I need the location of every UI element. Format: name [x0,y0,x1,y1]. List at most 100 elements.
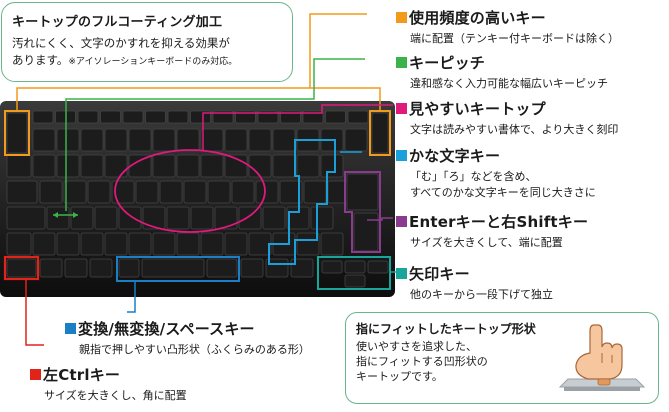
keycap [257,110,279,124]
keycap [6,258,37,278]
keycap [80,128,104,152]
keycap [224,232,248,256]
keycap [347,110,369,124]
coating-body: 汚れにくく、文字のかすれを抑える効果が あります。※アイソレーションキーボードの… [12,35,282,71]
keycap [296,154,320,178]
coating-body-line1: 汚れにくく、文字のかすれを抑える効果が [12,36,230,50]
keycap [190,110,211,124]
keycap [118,206,142,230]
keycap [159,180,183,204]
keycap [104,232,128,256]
keycap [56,154,80,178]
keycap [206,258,238,278]
arrow-keys-title: 矢印キー [409,265,470,283]
key-pitch-swatch [396,57,407,68]
keycap [207,180,231,204]
keycap [128,128,152,152]
keycap [94,206,118,230]
keycap [240,258,264,278]
arrow-keys-highlight [317,256,391,290]
kana-keys-highlight [268,139,336,265]
feature-kana-keys: かな文字キー 「む」「ろ」などを含め、 すべてのかな文字キーを同じ大きさに [396,145,596,201]
enter-shift-desc: サイズを大きくして、端に配置 [410,236,563,249]
coating-note: ※アイソレーションキーボードのみ対応。 [68,57,238,67]
keycap [70,206,94,230]
keycap [64,258,88,278]
kana-keys-swatch [396,150,407,161]
keyboard-illustration [0,85,395,310]
keycap [321,260,343,274]
keycap [122,110,144,124]
keycap [238,206,262,230]
keycap [80,232,104,256]
space-keys-title: 変換/無変換/スペースキー [78,320,255,338]
key-pitch-desc: 違和感なく入力可能な幅広いキーピッチ [410,77,608,90]
keytop-highlight [114,149,266,233]
keycap [104,154,128,178]
space-keys-swatch [65,323,76,334]
kana-keys-title: かな文字キー [409,147,501,165]
keycap [224,128,248,152]
key-pitch-title: キーピッチ [409,54,486,72]
feature-arrow-keys: 矢印キー 他のキーから一段下げて独立 [396,263,553,303]
finger-fit-title: 指にフィットしたキートップ形状 [356,322,536,336]
coating-title: キートップのフルコーティング加工 [12,15,223,30]
keycap [104,128,128,152]
keycap [152,154,176,178]
keycap [135,180,159,204]
keycap [344,260,366,274]
finger-fit-line1: 使いやすさを追求した、 [356,340,477,353]
enter-shift-highlight [344,171,381,253]
keycap [80,154,104,178]
ctrl-key-highlight [3,255,40,281]
keycap [231,180,255,204]
keycap [200,154,224,178]
enter-shift-title: Enterキーと右Shiftキー [409,213,589,231]
space-keys-desc: 親指で押しやすい凸形状（ふくらみのある形） [79,343,310,356]
ctrl-key-title: 左Ctrlキー [43,366,121,384]
keycap [255,180,279,204]
frequent-keys-desc: 端に配置（テンキー付キーボードは除く） [410,32,619,45]
keycap [142,206,166,230]
feature-frequent-keys: 使用頻度の高いキー 端に配置（テンキー付キーボードは除く） [396,7,619,47]
keycap [248,128,272,152]
keycap [56,128,80,152]
keycap [63,180,87,204]
keycap [320,232,344,256]
keycap [344,128,368,152]
keycap [167,110,189,124]
keycap [128,232,152,256]
keycap [111,180,135,204]
finger-fit-line3: キートップです。 [356,370,443,383]
keycap [190,206,214,230]
keycap [56,232,80,256]
keyboard-graphic [0,101,395,297]
keycap [118,258,140,278]
keycap [214,206,238,230]
keycap [262,206,286,230]
coating-callout: キートップのフルコーティング加工 汚れにくく、文字のかすれを抑える効果が ありま… [1,2,293,82]
keycap [346,173,379,211]
feature-readable-keytop: 見やすいキートップ 文字は読みやすい書体で、より大きく刻印 [396,98,618,138]
keycap [296,232,320,256]
keycap [6,206,46,230]
keycap [6,232,32,256]
keycap [176,154,200,178]
keycap [302,110,324,124]
keycap [235,110,256,124]
keycap [166,206,190,230]
ctrl-key-swatch [30,369,41,380]
keycap [87,180,111,204]
keycap [176,232,200,256]
kana-keys-desc-line2: すべてのかな文字キーを同じ大きさに [410,186,596,199]
keycap [176,128,200,152]
keycap [212,110,234,124]
keycap [39,258,63,278]
finger-fit-callout: 指にフィットしたキートップ形状 使いやすさを追求した、 指にフィットする凹形状の… [345,312,659,404]
keycap [367,260,389,274]
frequent-keys-swatch [396,12,407,23]
keycap [325,110,346,124]
coating-body-line2: あります。 [12,53,69,67]
kana-keys-desc: 「む」「ろ」などを含め、 すべてのかな文字キーを同じ大きさに [410,169,596,201]
